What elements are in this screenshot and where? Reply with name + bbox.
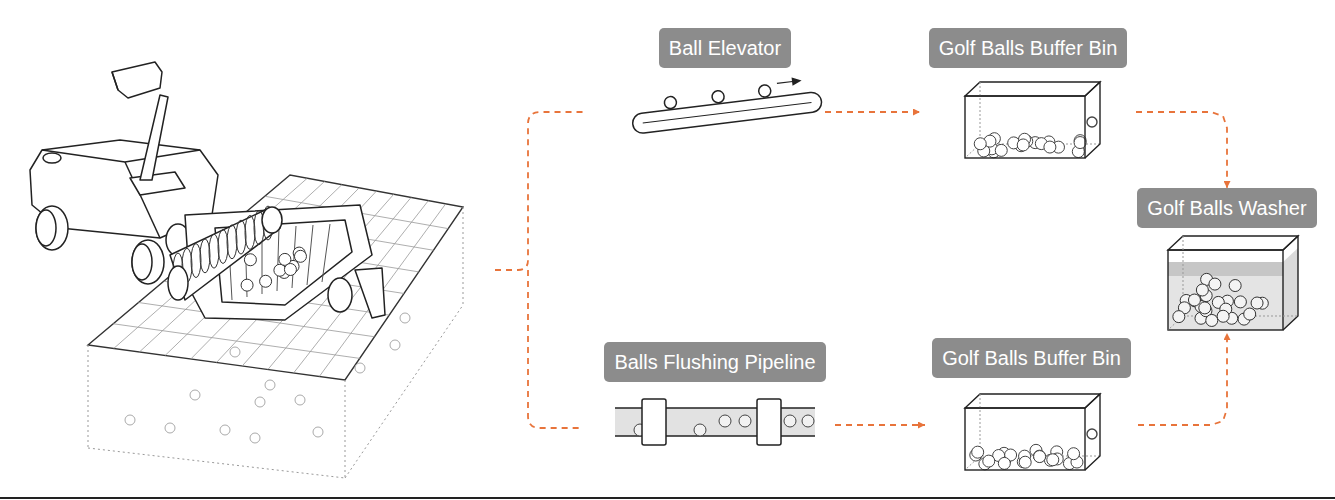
flow-arrow — [835, 424, 925, 426]
golf-ball — [739, 415, 751, 427]
ball-picking-robot — [30, 62, 385, 320]
component-label: Ball Elevator — [659, 28, 791, 68]
component-label: Balls Flushing Pipeline — [604, 342, 825, 382]
golf-ball — [255, 397, 265, 407]
golf-ball — [1017, 139, 1029, 151]
golf-ball — [1229, 280, 1241, 292]
golf-ball — [244, 254, 256, 266]
pipeline-drawing — [615, 399, 815, 445]
washer-drawing — [1168, 236, 1298, 330]
golf-ball — [998, 457, 1010, 469]
golf-ball — [1234, 296, 1246, 308]
golf-ball — [1209, 278, 1221, 290]
golf-ball — [390, 340, 400, 350]
golf-ball — [1074, 137, 1086, 149]
component-node: Balls Flushing Pipeline — [595, 342, 835, 450]
golf-ball — [241, 279, 253, 291]
golf-ball — [1188, 294, 1200, 306]
golf-ball — [694, 424, 706, 436]
golf-ball — [983, 455, 995, 467]
flow-arrow — [1136, 112, 1227, 188]
conveyor-drawing — [630, 75, 823, 134]
golf-ball — [1244, 308, 1256, 320]
golf-ball — [294, 250, 306, 262]
golf-ball — [1033, 450, 1045, 462]
golf-ball — [1206, 314, 1218, 326]
golf-ball — [265, 380, 275, 390]
buffer-bin-drawing — [965, 82, 1100, 158]
component-node: Golf Balls Buffer Bin — [920, 28, 1136, 168]
golf-ball — [995, 144, 1007, 156]
golf-ball — [1251, 297, 1263, 309]
golf-ball — [1019, 456, 1031, 468]
golf-ball — [260, 275, 272, 287]
golf-ball — [400, 313, 410, 323]
golf-ball — [250, 433, 260, 443]
golf-ball — [125, 415, 135, 425]
golf-ball — [784, 415, 796, 427]
golf-ball — [284, 263, 296, 275]
component-node: Golf Balls Buffer Bin — [925, 338, 1138, 473]
component-label: Golf Balls Buffer Bin — [929, 28, 1128, 68]
golf-ball — [230, 347, 240, 357]
golf-ball — [165, 423, 175, 433]
golf-ball — [295, 395, 305, 405]
buffer-bin-drawing — [965, 394, 1100, 470]
golf-ball — [355, 363, 365, 373]
component-node: Golf Balls Washer — [1132, 188, 1322, 333]
component-label: Golf Balls Buffer Bin — [932, 338, 1131, 378]
component-node: Ball Elevator — [625, 28, 825, 138]
golf-ball — [1217, 310, 1229, 322]
golf-ball — [972, 446, 984, 458]
flow-arrow — [825, 111, 920, 113]
golf-ball — [1068, 448, 1080, 460]
flow-arrow — [1138, 333, 1227, 425]
golf-ball — [1034, 451, 1046, 463]
golf-ball — [974, 138, 986, 150]
golf-ball — [719, 415, 731, 427]
component-label: Golf Balls Washer — [1137, 188, 1316, 228]
golf-ball — [190, 390, 200, 400]
golf-ball — [802, 415, 814, 427]
golf-ball — [1173, 311, 1185, 323]
golf-ball — [1196, 284, 1208, 296]
golf-ball — [313, 427, 323, 437]
split-bracket — [495, 112, 585, 428]
golf-ball — [1047, 454, 1059, 466]
golf-ball — [1044, 141, 1056, 153]
bottom-rule — [0, 497, 1335, 499]
golf-ball — [220, 425, 230, 435]
golf-ball — [1199, 302, 1211, 314]
